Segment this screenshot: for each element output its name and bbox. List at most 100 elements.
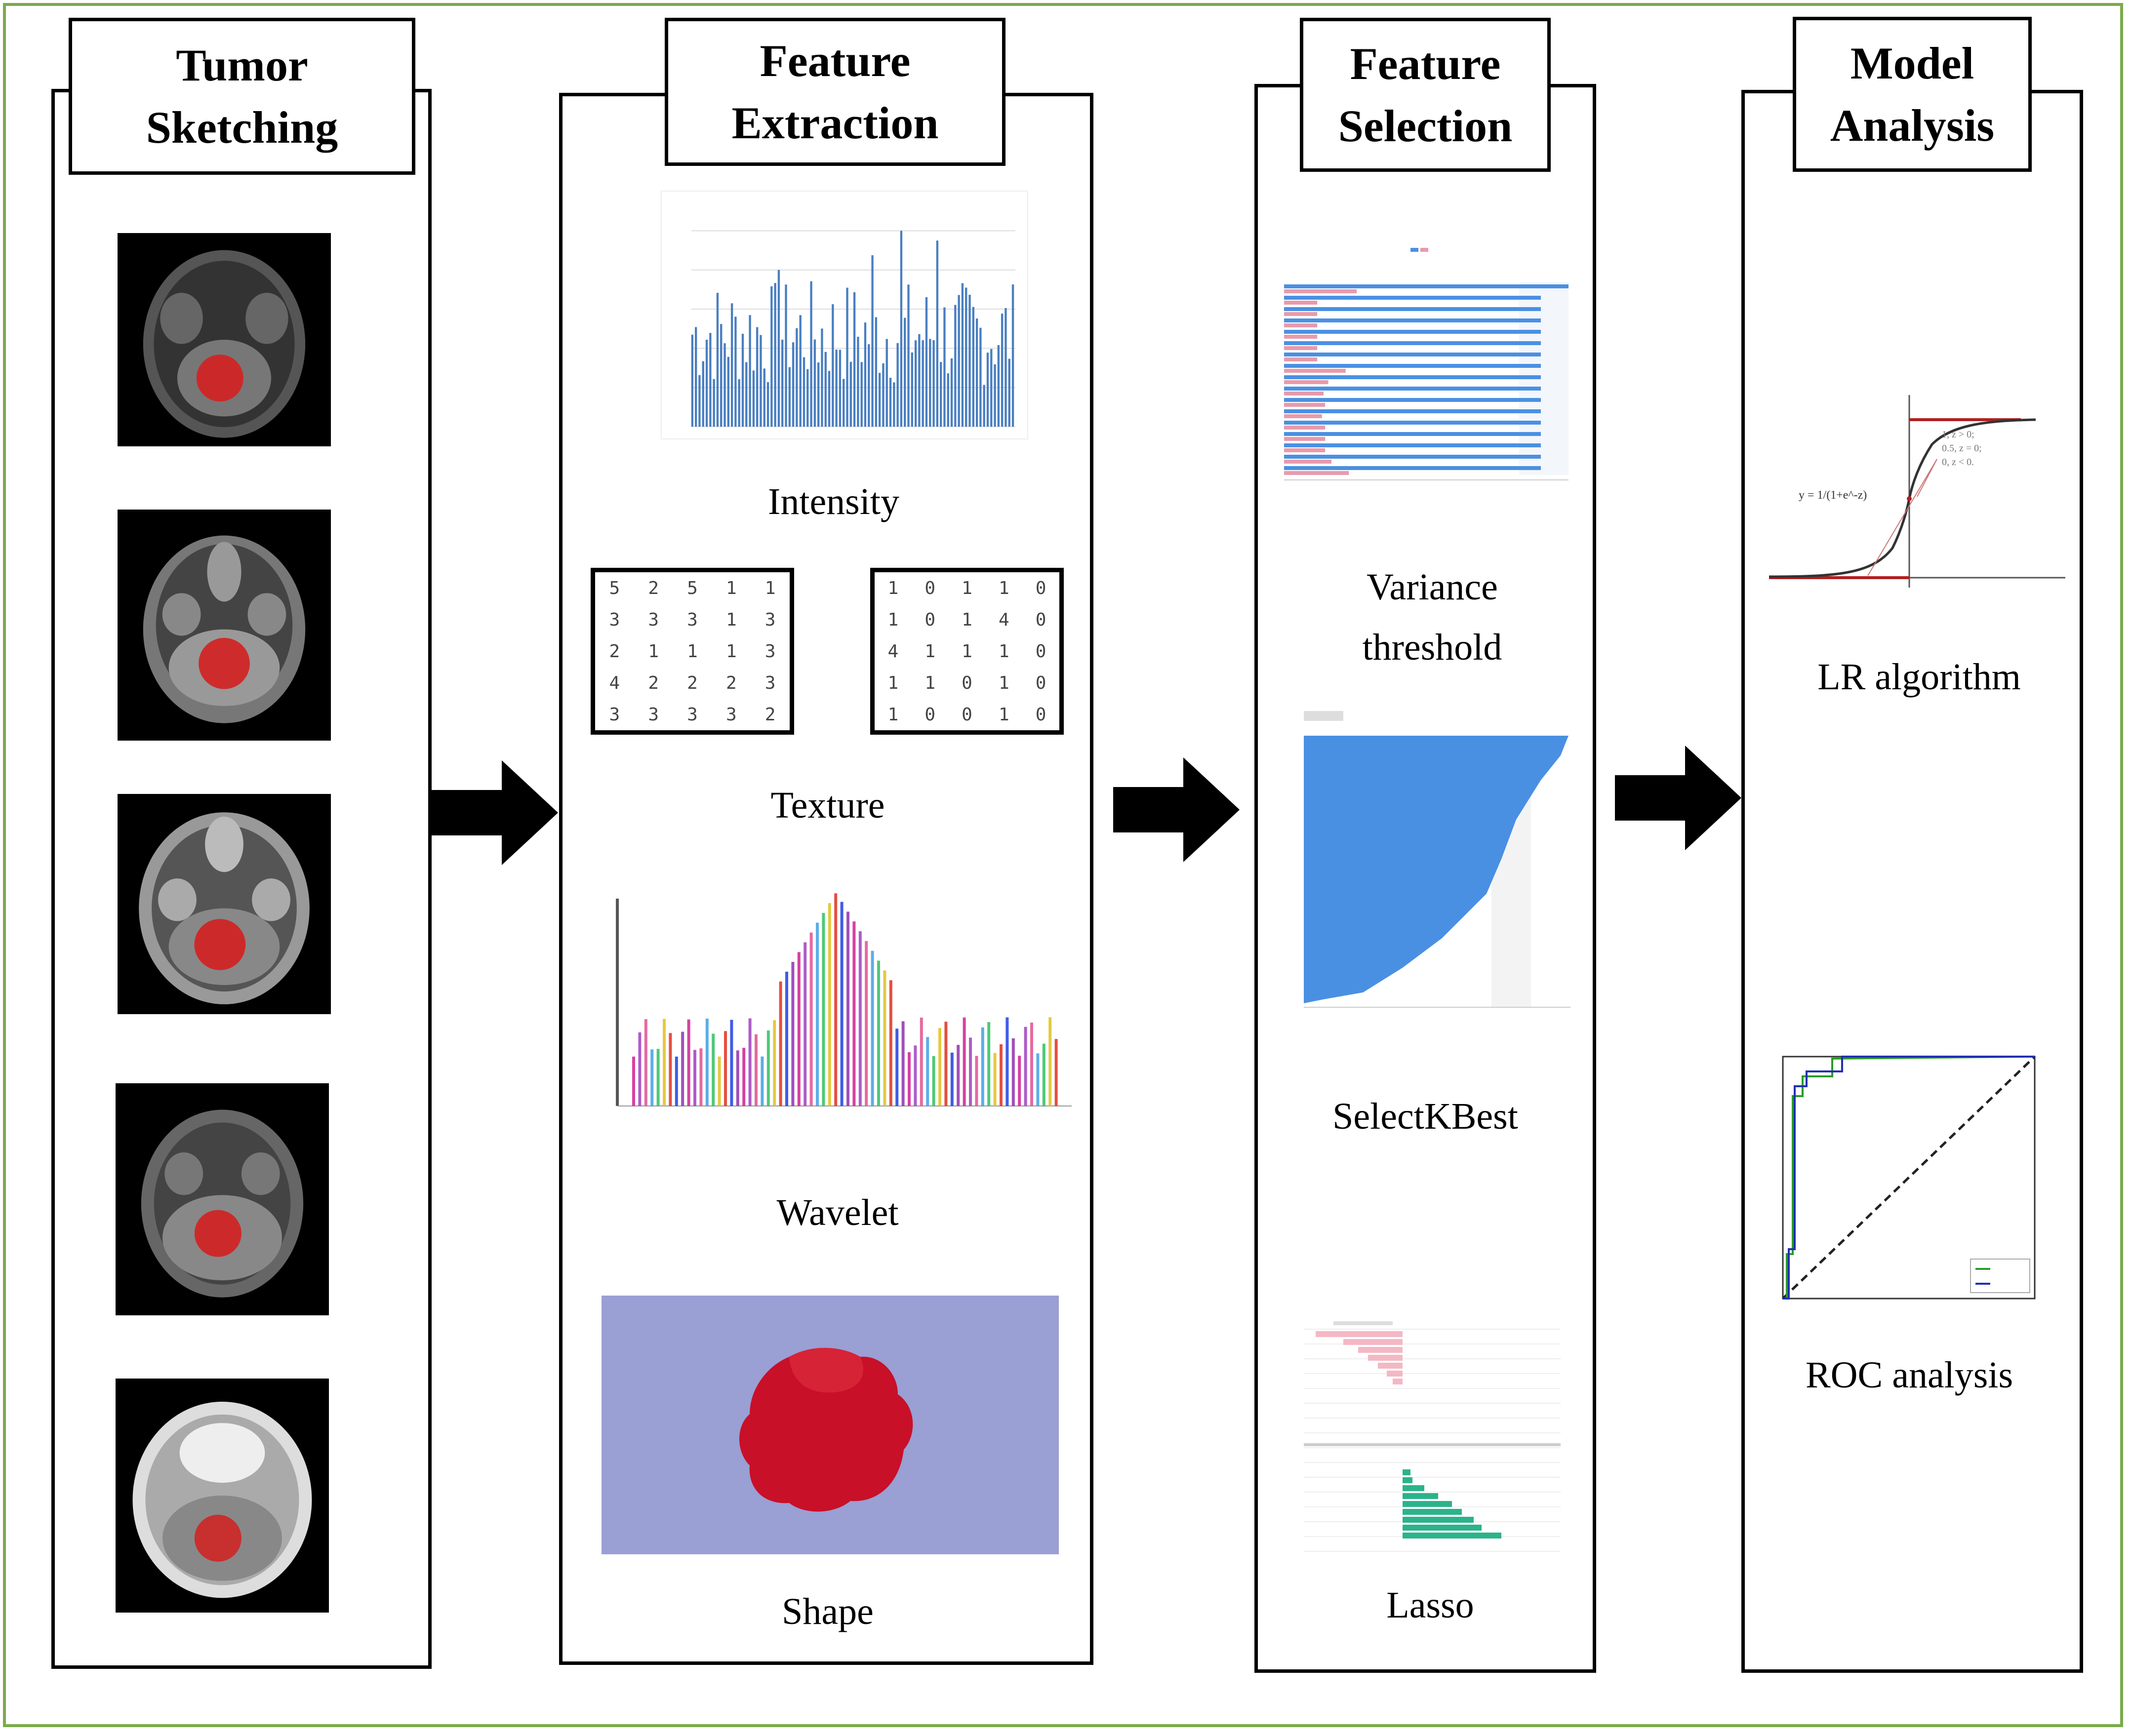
matrix-cell: 1 — [887, 672, 899, 693]
wavelet-bar — [834, 893, 838, 1106]
wavelet-bar — [871, 950, 874, 1106]
stage-title-line2: Analysis — [1830, 100, 1995, 151]
variance-bar-blue — [1284, 375, 1541, 379]
wavelet-bar — [761, 1056, 764, 1106]
histogram-bar — [904, 317, 906, 427]
matrix-cell: 1 — [962, 578, 972, 598]
mri-slice-1 — [118, 233, 331, 446]
lasso-bar-negative — [1368, 1355, 1403, 1361]
lasso-bar-negative — [1393, 1379, 1403, 1384]
matrix-cell: 0 — [925, 609, 936, 630]
histogram-bar — [785, 284, 787, 427]
matrix-cell: 1 — [998, 578, 1009, 598]
histogram-bar — [691, 334, 694, 427]
stage-title-line1: Feature — [760, 36, 911, 86]
variance-bar-blue — [1284, 466, 1541, 470]
matrix-cell: 1 — [925, 641, 936, 662]
variance-bar-blue — [1284, 296, 1541, 300]
histogram-bar — [756, 327, 759, 427]
wavelet-bar — [926, 1037, 929, 1106]
matrix-cell: 3 — [764, 609, 776, 630]
lasso-bar-positive — [1403, 1469, 1410, 1475]
histogram-bar — [922, 340, 924, 427]
histogram-bar — [770, 286, 773, 427]
wavelet-bar — [840, 902, 844, 1106]
shape-render — [602, 1296, 1059, 1554]
lasso-bar-positive — [1403, 1477, 1412, 1483]
matrix-cell: 2 — [648, 578, 659, 598]
wavelet-bar — [865, 941, 868, 1106]
lasso-bar-positive — [1403, 1533, 1501, 1539]
histogram-bar — [958, 295, 960, 427]
histogram-bar — [828, 371, 831, 427]
histogram-bar — [857, 337, 859, 427]
variance-bar-blue — [1284, 284, 1569, 288]
arrow-right-icon — [1113, 757, 1240, 862]
matrix-cell: 1 — [687, 641, 698, 662]
wavelet-bar — [675, 1056, 678, 1106]
wavelet-bar — [920, 1017, 923, 1106]
variance-bar-pink — [1284, 392, 1324, 395]
matrix-cell: 1 — [887, 609, 899, 630]
wavelet-bar — [822, 912, 825, 1106]
lasso-bar-negative — [1343, 1339, 1403, 1345]
mri-slice-3 — [118, 794, 331, 1014]
wavelet-bar — [877, 960, 880, 1106]
wavelet-bar — [1000, 1044, 1003, 1106]
wavelet-bar — [1018, 1056, 1021, 1106]
histogram-bar — [752, 370, 755, 427]
matrix-cell: 3 — [609, 609, 620, 630]
matrix-cell: 0 — [1035, 641, 1046, 662]
variance-bar-blue — [1284, 432, 1541, 436]
variance-bar-pink — [1284, 346, 1318, 350]
wavelet-bar — [650, 1049, 654, 1106]
roc-analysis-label: ROC analysis — [1805, 1354, 2013, 1396]
histogram-bar — [864, 322, 867, 427]
matrix-cell: 0 — [1035, 704, 1046, 725]
histogram-bar — [810, 281, 812, 427]
variance-bar-pink — [1284, 301, 1318, 305]
model-analysis-header: Model Analysis — [1793, 17, 2032, 172]
histogram-bar — [918, 334, 921, 427]
lasso-chart — [1294, 1311, 1570, 1578]
variance-bar-blue — [1284, 341, 1541, 345]
matrix-cell: 2 — [725, 672, 737, 693]
histogram-bar — [972, 307, 974, 427]
histogram-bar — [954, 305, 957, 427]
wavelet-bar — [663, 1019, 666, 1106]
wavelet-bar — [638, 1032, 642, 1106]
histogram-bar — [900, 231, 903, 427]
matrix-cell: 1 — [998, 704, 1009, 725]
histogram-bar — [760, 335, 762, 427]
histogram-bar — [705, 340, 708, 427]
mri-slice-5 — [116, 1379, 329, 1613]
histogram-bar — [853, 292, 856, 427]
matrix-cell: 1 — [998, 641, 1009, 662]
histogram-bar — [716, 293, 719, 427]
matrix-cell: 1 — [887, 704, 899, 725]
histogram-bar — [961, 283, 964, 427]
lasso-bar-negative — [1358, 1347, 1403, 1353]
histogram-bar — [813, 339, 816, 427]
matrix-cell: 1 — [962, 641, 972, 662]
histogram-bar — [885, 339, 888, 427]
histogram-bar — [997, 345, 1000, 427]
histogram-bar — [990, 349, 993, 427]
matrix-cell: 1 — [962, 609, 972, 630]
lasso-bar-negative — [1316, 1331, 1403, 1337]
wavelet-bar — [963, 1017, 966, 1106]
stage-title-line1: Feature — [1350, 39, 1501, 89]
matrix-cell: 2 — [687, 672, 698, 693]
wavelet-bar — [828, 903, 831, 1106]
piecewise-line1: 1, z > 0; — [1942, 429, 1974, 440]
wavelet-plot — [598, 889, 1079, 1136]
lasso-bar-positive — [1403, 1501, 1452, 1507]
histogram-bar — [849, 361, 852, 427]
histogram-bar — [796, 328, 798, 427]
matrix-cell: 1 — [725, 609, 737, 630]
wavelet-bar — [889, 980, 892, 1106]
histogram-bar — [979, 327, 982, 427]
stage-title-line2: Sketching — [146, 102, 338, 153]
variance-bar-blue — [1284, 307, 1541, 311]
